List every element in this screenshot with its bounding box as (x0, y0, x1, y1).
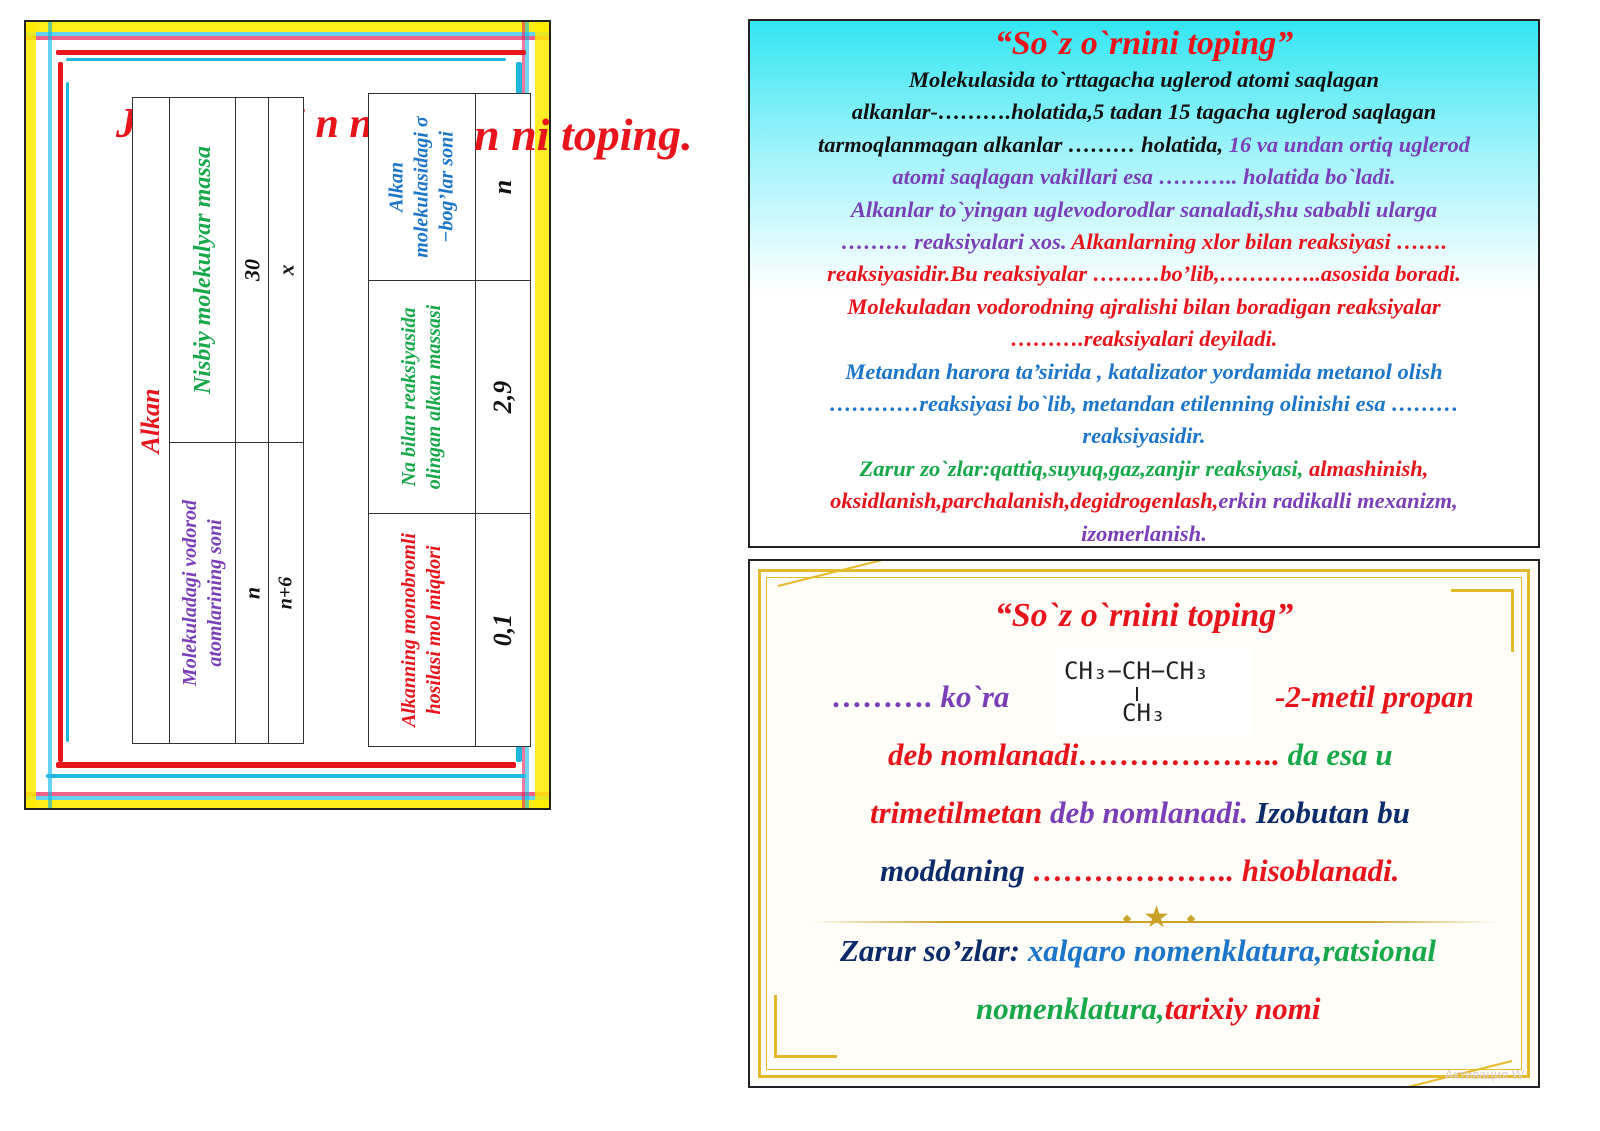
text-span: xalqaro nomenklatura, (1027, 933, 1323, 968)
column-header-bonds: Alkan molekulasidagi σ −bog’lar soni (385, 97, 460, 277)
table-cell: n (239, 586, 265, 600)
paragraph-line: Zarur zo`zlar:qattiq,suyuq,gaz,zanjir re… (750, 456, 1538, 482)
line-zarur-sozlar: Zarur so’zlar: xalqaro nomenklatura,rats… (840, 933, 1436, 969)
table-header-cell: Alkan (132, 97, 170, 744)
paragraph-line: reaksiyasidir. (750, 423, 1538, 449)
card-title: “So`z o`rnini toping” (994, 25, 1294, 62)
paragraph-line: …………reaksiyasi bo`lib, metandan etilenni… (750, 391, 1538, 417)
table-cell: n (487, 179, 517, 195)
paragraph-line: Molekuladan vodorodning ajralishi bilan … (750, 294, 1538, 320)
paragraph-line: atomi saqlagan vakillari esa ……….. holat… (750, 164, 1538, 190)
column-header-hydrogen: Molekuladagi vodorod atomlarining soni (178, 499, 226, 687)
text-span: erkin radikalli mexanizm, (1218, 488, 1458, 514)
paragraph-line: reaksiyasidir.Bu reaksiyalar ………bo’lib,…… (750, 261, 1538, 287)
paragraph-line: Metandan harora ta’sirida , katalizator … (750, 359, 1538, 385)
text-span: deb nomlanadi……………….. (888, 737, 1288, 772)
ornament-divider (810, 921, 1498, 923)
paint-splash (58, 62, 63, 762)
column-header-moles: Alkanning monobromli hosilasi mol miqdor… (397, 520, 447, 740)
text-span: atomi saqlagan vakillari esa ……….. holat… (892, 164, 1396, 190)
reaction-table: Alkan molekulasidagi σ −bog’lar soni n N… (368, 93, 531, 747)
table-cell: n+6 (274, 576, 297, 610)
table-cell: x (273, 264, 299, 276)
text-span: tarixiy nomi (1164, 991, 1321, 1026)
text-span: reaksiyasidir.Bu reaksiyalar ………bo’lib,…… (827, 261, 1461, 287)
paint-splash (66, 82, 69, 742)
text-span: Molekuladan vodorodning ajralishi bilan … (847, 293, 1441, 319)
bottom-right-card: “So`z o`rnini toping” ………. ko`ra CH₃−CH−… (748, 559, 1540, 1088)
top-right-card: “So`z o`rnini toping” Molekulasida to`rt… (748, 19, 1540, 548)
gold-frame (758, 569, 1530, 1078)
text-span: almashinish, (1309, 455, 1429, 481)
text-span: da esa u (1287, 737, 1393, 772)
text-span: reaksiyasidir. (1082, 423, 1206, 449)
text-span: Molekulasida to`rttagacha uglerod atomi … (908, 67, 1380, 92)
paint-splash (46, 774, 526, 778)
gold-frame (774, 995, 837, 1058)
text-span: Zarur so’zlar: (840, 933, 1028, 968)
line-moddaning: moddaning ……………….. hisoblanadi. (880, 853, 1399, 889)
text-span: izomerlanish. (1081, 520, 1207, 546)
text-span: ……………….. hisoblanadi. (1032, 853, 1400, 888)
text-span: 16 va undan ortiq uglerod (1228, 131, 1470, 157)
alkan-table: Alkan Nisbiy molekulyar massa 30 x Molek… (132, 97, 304, 744)
text-span: ……… reaksiyalari xos. (840, 229, 1072, 254)
heading-overlay-duplicate: n ni toping. (474, 109, 693, 160)
line-nomenklatura: nomenklatura,tarixiy nomi (976, 991, 1321, 1027)
text-span: Izobutan bu (1255, 795, 1411, 830)
formula-main: CH₃−CH−CH₃ (1064, 657, 1209, 685)
activation-watermark: Активация W (1444, 1067, 1524, 1082)
text-span: ratsional (1322, 933, 1437, 968)
table-cell: 0,1 (487, 613, 517, 647)
table-cell: 2,9 (487, 380, 517, 414)
star-icon: ★ (1143, 901, 1170, 934)
text-span: nomenklatura, (976, 991, 1165, 1026)
paragraph-line: Molekulasida to`rttagacha uglerod atomi … (750, 67, 1538, 93)
text-span: Metandan harora ta’sirida , katalizator … (845, 358, 1443, 384)
paragraph-line: oksidlanish,parchalanish,degidrogenlash,… (750, 488, 1538, 514)
text-span: trimetilmetan (870, 795, 1050, 830)
paint-splash (56, 762, 516, 768)
text-span: Alkanlarning xlor bilan reaksiyasi ……. (1071, 229, 1448, 254)
column-header-na-mass: Na bilan reaksiyasida olingan alkan mass… (397, 287, 447, 507)
paragraph-line: alkanlar-……….holatida,5 tadan 15 tagacha… (750, 99, 1538, 125)
column-header-na-mass-text: Na bilan reaksiyasida olingan alkan mass… (398, 304, 445, 490)
formula-bond (1136, 687, 1138, 701)
column-header-moles-text: Alkanning monobromli hosilasi mol miqdor… (398, 533, 445, 727)
paint-splash (66, 58, 506, 61)
column-header-mass: Nisbiy molekulyar massa (189, 145, 216, 395)
text-span: deb nomlanadi. (1049, 795, 1256, 830)
left-card: Jadvaldagi n ni toping. Alkan Nisbiy mol… (24, 20, 551, 810)
gold-frame (766, 577, 1522, 1070)
paragraph-line: ……… reaksiyalari xos. Alkanlarning xlor … (750, 229, 1538, 255)
paragraph-line: tarmoqlanmagan alkanlar ……… holatida, 16… (750, 132, 1538, 158)
paragraph-line: Alkanlar to`yingan uglevodorodlar sanala… (750, 197, 1538, 223)
text-span: …………reaksiyasi bo`lib, metandan etilenni… (829, 391, 1459, 416)
column-header-bonds-text: Alkan molekulasidagi σ −bog’lar soni (385, 116, 458, 258)
text-span: Zarur zo`zlar:qattiq,suyuq,gaz,zanjir re… (859, 455, 1309, 481)
line-2-metil-propan: -2-metil propan (1275, 679, 1474, 714)
formula-branch: CH₃ (1122, 699, 1166, 727)
paragraph-line: izomerlanish. (750, 520, 1538, 546)
paint-splash (56, 50, 526, 55)
line-deb-nomlanadi: deb nomlanadi……………….. da esa u (888, 737, 1393, 773)
text-span: Alkanlar to`yingan uglevodorodlar sanala… (850, 196, 1438, 222)
structural-formula: CH₃−CH−CH₃ CH₃ (1056, 649, 1254, 735)
text-span: ……….reaksiyalari deyiladi. (1010, 326, 1278, 352)
line-ko-ra: ………. ko`ra (832, 679, 1010, 714)
table-header-alkan: Alkan (135, 387, 165, 454)
card-title: “So`z o`rnini toping” (994, 597, 1294, 634)
paragraph-line: ……….reaksiyalari deyiladi. (750, 326, 1538, 352)
text-span: moddaning (880, 853, 1033, 888)
line-trimetilmetan: trimetilmetan deb nomlanadi. Izobutan bu (870, 795, 1410, 831)
text-span: alkanlar-……….holatida,5 tadan 15 tagacha… (851, 99, 1437, 125)
gold-frame (1451, 589, 1514, 652)
text-span: oksidlanish,parchalanish,degidrogenlash, (830, 488, 1219, 514)
table-cell: 30 (239, 259, 265, 281)
text-span: tarmoqlanmagan alkanlar ……… holatida, (818, 131, 1229, 157)
